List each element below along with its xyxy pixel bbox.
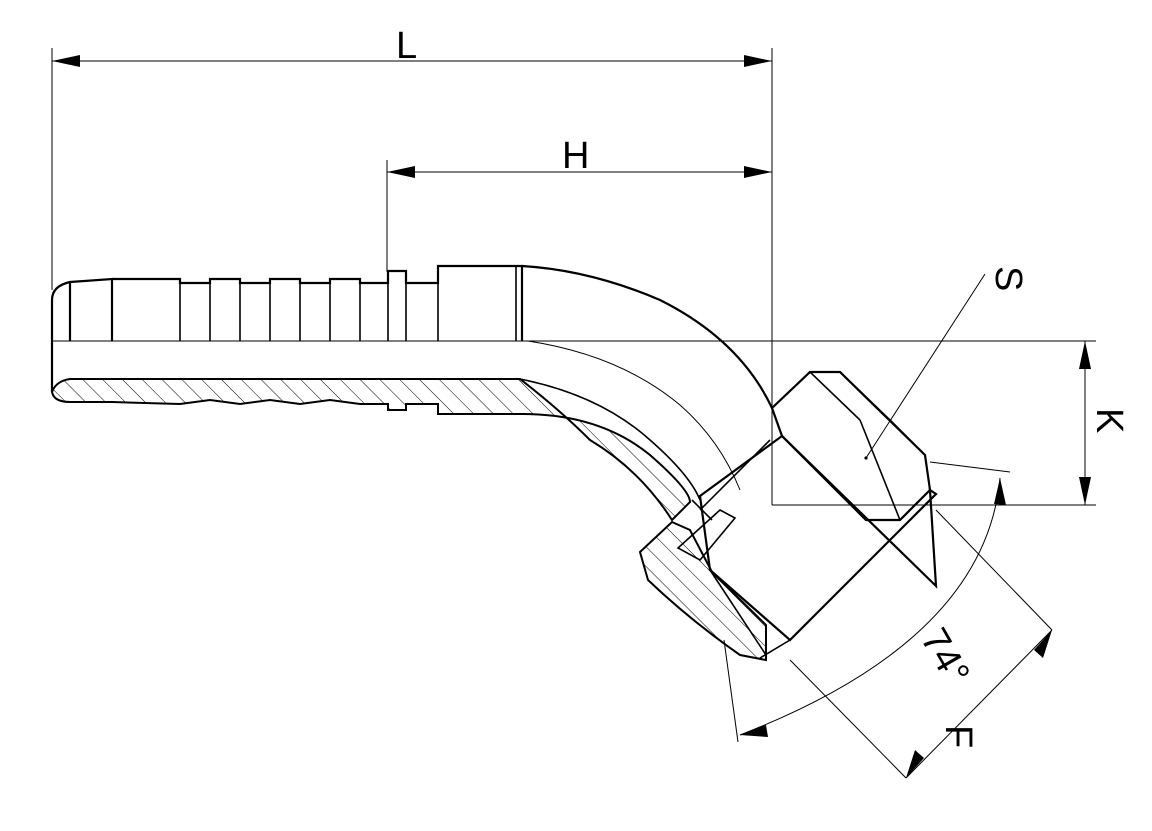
dimension-L: L <box>51 25 773 505</box>
dimension-H: H <box>386 135 772 272</box>
dimension-label-K: K <box>1088 408 1130 433</box>
dimension-label-L: L <box>396 25 417 67</box>
dimension-label-F: F <box>937 725 979 748</box>
arrowhead-left-L <box>52 55 80 67</box>
arrowhead-right-L <box>744 55 772 67</box>
dimension-label-H: H <box>562 135 589 177</box>
dimension-K: K <box>772 341 1130 506</box>
arrowhead-top-F <box>1034 630 1052 658</box>
arrowhead-bottom-F <box>906 750 924 778</box>
arrowhead-left-H <box>387 166 415 178</box>
elbow-body <box>519 264 773 501</box>
arrowhead-right-H <box>744 166 772 178</box>
hex-nut: S <box>638 266 1029 662</box>
dimension-label-angle: 74° <box>912 622 977 693</box>
arrowhead-bottom-K <box>1079 477 1091 505</box>
arrowhead-angle-bottom <box>740 725 768 737</box>
angle-dimension: 74° <box>723 461 1011 743</box>
dimension-label-S: S <box>987 266 1029 291</box>
arrowhead-top-K <box>1079 341 1091 369</box>
hose-tail <box>50 264 1096 522</box>
dimension-F: F <box>789 509 1053 779</box>
arrowhead-angle-top <box>994 478 1006 505</box>
